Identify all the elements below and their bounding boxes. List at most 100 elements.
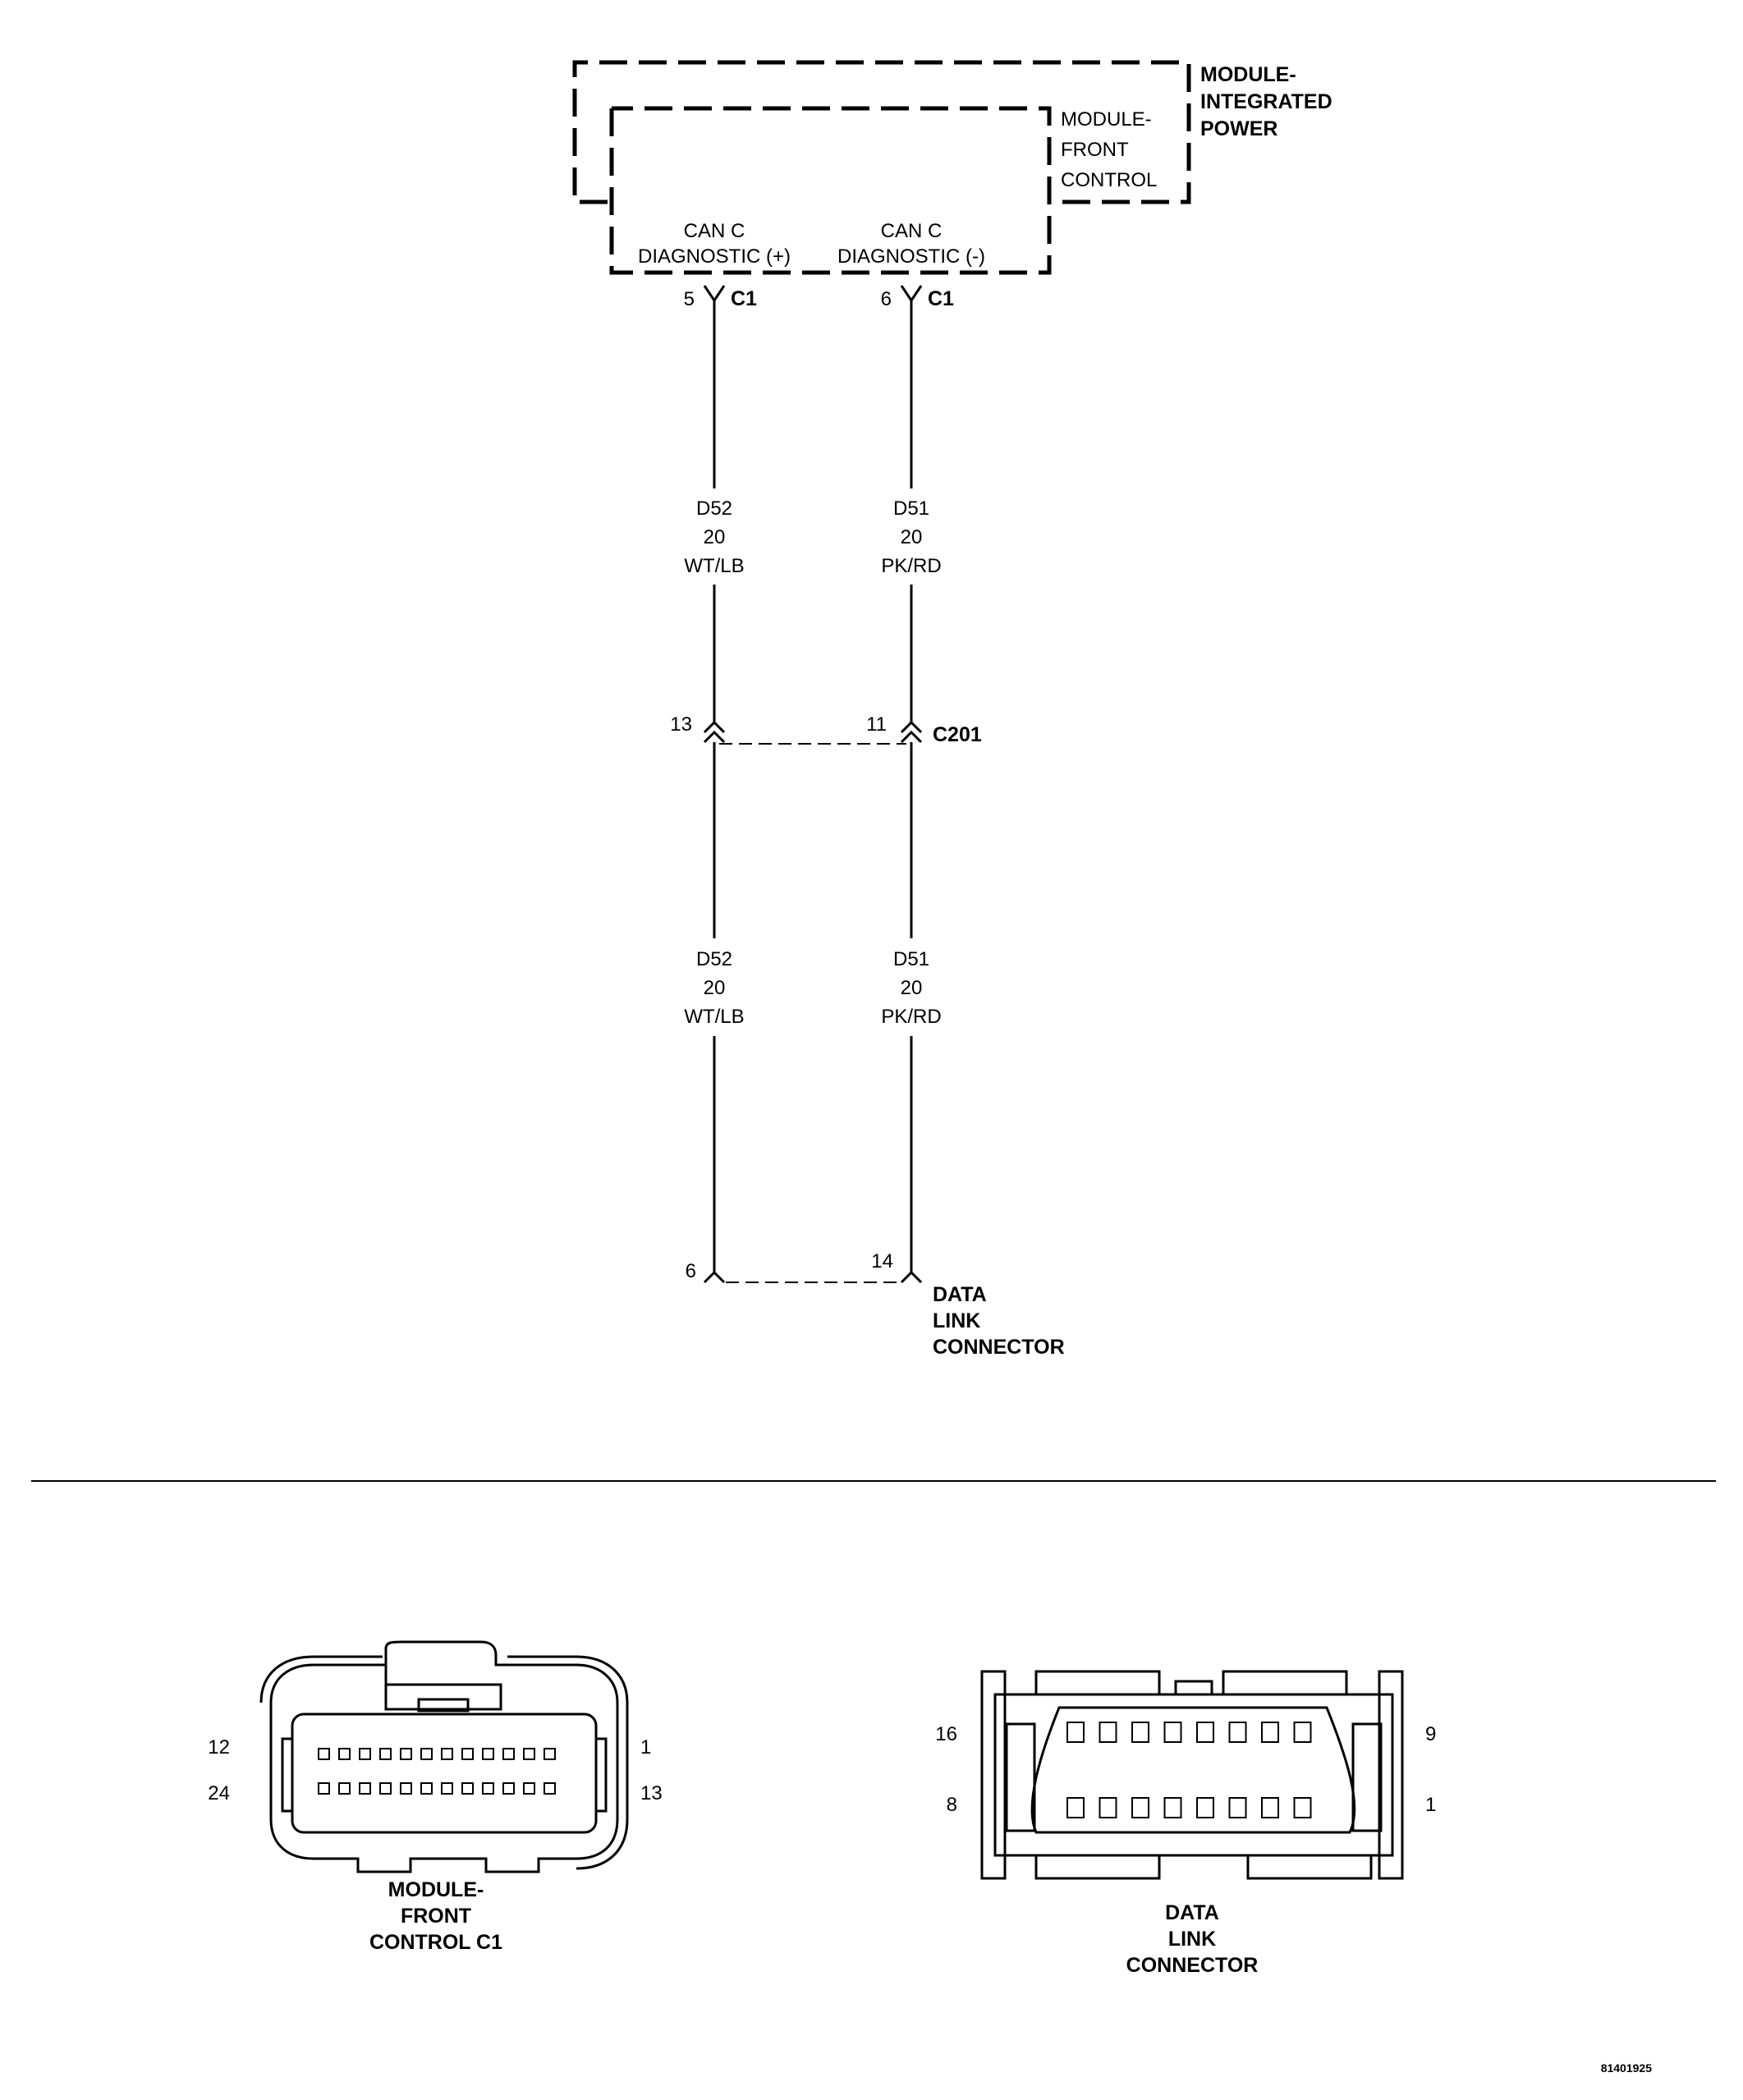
wire-right-lower-gauge: 20 <box>901 977 923 999</box>
c1-right-terminal <box>900 285 923 310</box>
dlc-right-pin: 14 <box>871 1250 893 1272</box>
integrated-power-label-1: MODULE- <box>1200 63 1296 86</box>
mfc-cavity <box>461 1748 474 1760</box>
wire-right-upper-gauge: 20 <box>901 526 923 548</box>
mfc-cavity <box>482 1782 494 1795</box>
wire-right-upper-color: PK/RD <box>881 555 941 577</box>
dlc-view-pin-1: 1 <box>1425 1794 1436 1816</box>
dlc-view-label-2: LINK <box>1168 1928 1216 1951</box>
dlc-cavity <box>1228 1797 1247 1818</box>
front-control-label-3: CONTROL <box>1061 169 1157 191</box>
c201-right-pin: 11 <box>866 713 887 736</box>
dlc-cavity <box>1196 1797 1214 1818</box>
dlc-cavity <box>1293 1797 1312 1818</box>
wire-right-lower-color: PK/RD <box>881 1006 941 1028</box>
c1-left-terminal <box>703 285 726 310</box>
dlc-label-2: LINK <box>933 1309 980 1332</box>
mfc-cavity <box>379 1782 392 1795</box>
dlc-cavity <box>1163 1722 1182 1743</box>
wire-left-upper-color: WT/LB <box>684 555 744 577</box>
dlc-cavity <box>1066 1722 1085 1743</box>
dlc-connector-view <box>980 1670 1404 1880</box>
dlc-cavity <box>1131 1797 1149 1818</box>
wire-left-lower-id: D52 <box>696 948 732 970</box>
mfc-cavity <box>359 1782 371 1795</box>
dlc-cavity <box>1099 1797 1117 1818</box>
dlc-right-terminal <box>900 1270 923 1284</box>
c201-left-pin: 13 <box>670 713 692 736</box>
dlc-label-3: CONNECTOR <box>933 1336 1065 1359</box>
dlc-cavity <box>1099 1722 1117 1743</box>
mfc-cavity <box>461 1782 474 1795</box>
mfc-cavity <box>338 1782 351 1795</box>
c201-right-terminal <box>900 720 923 744</box>
dlc-view-pin-8: 8 <box>947 1794 957 1816</box>
figure-id: 81401925 <box>1601 2061 1653 2075</box>
mfc-cavity <box>318 1748 330 1760</box>
dlc-view-pin-16: 16 <box>935 1723 957 1745</box>
mfc-cavity <box>359 1748 371 1760</box>
mfc-label-1: MODULE- <box>388 1878 484 1901</box>
integrated-power-box <box>572 60 1191 204</box>
dlc-cavity <box>1228 1722 1247 1743</box>
mfc-cavity <box>441 1748 453 1760</box>
dlc-label-1: DATA <box>933 1283 987 1306</box>
dlc-left-pin: 6 <box>686 1260 696 1282</box>
mfc-cavity <box>420 1782 433 1795</box>
dlc-cavity <box>1196 1722 1214 1743</box>
c1-right-conn: C1 <box>928 287 954 310</box>
mfc-cavity <box>502 1748 515 1760</box>
pin-right-desc-1: CAN C <box>881 220 943 242</box>
mfc-label-2: FRONT <box>401 1905 471 1928</box>
dlc-cavity <box>1261 1722 1279 1743</box>
c201-name: C201 <box>933 723 982 746</box>
front-control-box <box>609 106 1052 275</box>
mfc-cavity <box>523 1782 535 1795</box>
mfc-cavity <box>523 1748 535 1760</box>
c1-right-pin: 6 <box>881 288 892 310</box>
pin-left-desc-1: CAN C <box>684 220 745 242</box>
wire-right-upper-id: D51 <box>893 497 929 520</box>
integrated-power-label-3: POWER <box>1200 117 1277 140</box>
mfc-label-3: CONTROL C1 <box>369 1931 502 1954</box>
wire-left-upper-gauge: 20 <box>704 526 726 548</box>
dlc-view-label-1: DATA <box>1165 1901 1219 1924</box>
pin-left-desc-2: DIAGNOSTIC (+) <box>638 245 791 268</box>
mfc-pin-24: 24 <box>208 1782 230 1804</box>
c1-left-conn: C1 <box>731 287 757 310</box>
wire-left-upper-id: D52 <box>696 497 732 520</box>
mfc-cavity <box>400 1748 412 1760</box>
dlc-cavity <box>1066 1797 1085 1818</box>
wire-right-lower-id: D51 <box>893 948 929 970</box>
mfc-pin-1: 1 <box>640 1736 651 1758</box>
mfc-pin-12: 12 <box>208 1736 230 1758</box>
wire-left-lower-gauge: 20 <box>704 977 726 999</box>
mfc-cavity <box>400 1782 412 1795</box>
integrated-power-label-2: INTEGRATED <box>1200 90 1332 113</box>
dlc-view-pin-9: 9 <box>1425 1723 1436 1745</box>
mfc-cavity <box>338 1748 351 1760</box>
mfc-pin-13: 13 <box>640 1782 663 1804</box>
c1-left-pin: 5 <box>684 288 695 310</box>
mfc-cavity <box>420 1748 433 1760</box>
dlc-view-label-3: CONNECTOR <box>1126 1954 1259 1977</box>
mfc-cavity <box>482 1748 494 1760</box>
dlc-cavity <box>1131 1722 1149 1743</box>
mfc-cavity <box>502 1782 515 1795</box>
front-control-label-1: MODULE- <box>1061 108 1152 131</box>
front-control-label-2: FRONT <box>1061 139 1129 161</box>
mfc-cavity <box>441 1782 453 1795</box>
dlc-cavity <box>1293 1722 1312 1743</box>
mfc-cavity <box>544 1748 556 1760</box>
wire-left-lower-color: WT/LB <box>684 1006 744 1028</box>
mfc-cavity <box>318 1782 330 1795</box>
mfc-cavity <box>544 1782 556 1795</box>
pin-right-desc-2: DIAGNOSTIC (-) <box>837 245 985 268</box>
dlc-left-terminal <box>703 1270 726 1284</box>
mfc-c1-connector-view <box>259 1640 629 1873</box>
dlc-pin-grid <box>1066 1722 1312 1818</box>
mfc-cavity <box>379 1748 392 1760</box>
dlc-cavity <box>1163 1797 1182 1818</box>
dlc-cavity <box>1261 1797 1279 1818</box>
